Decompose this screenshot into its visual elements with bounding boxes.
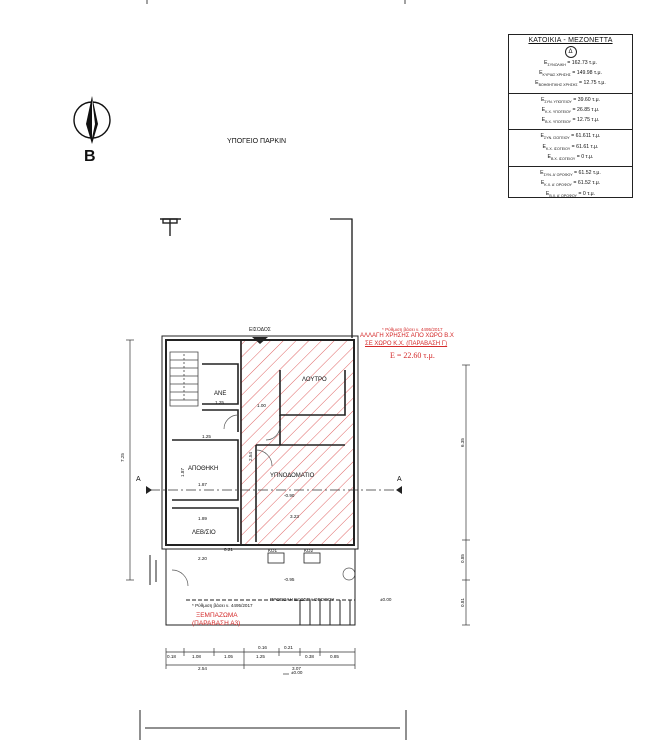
north-letter: B — [84, 148, 96, 165]
excavation-line1: ΞΕΜΠΑΖΩΜΑ — [196, 612, 238, 619]
dim-ane-w: 1.25 — [215, 400, 224, 405]
legend-row: EΒΟΗΘΗΤΙΚΗΣ ΧΡΗΣΗΣ = 12.75 τ.μ. — [535, 80, 606, 88]
section-marker-left: A — [136, 476, 141, 483]
level-minus-0-90: -0.90 — [284, 493, 295, 498]
legend-badge: Δ — [564, 46, 577, 58]
legend-row: EΚΥΡΙΑΣ ΧΡΗΣΗΣ = 149.98 τ.μ. — [539, 70, 602, 78]
dim-0-16: 0.16 — [258, 645, 267, 650]
dim-bottom-3-07: 3.07 — [292, 666, 301, 671]
boundary-wall — [330, 218, 353, 338]
legend-section-basement: EΣΥΝ. ΥΠΟΓΕΙΟΥ = 39.60 τ.μ. EΚ.Χ. ΥΠΟΓΕΙ… — [509, 94, 632, 131]
legend-section-first-floor: EΣΥΝ. Α' ΟΡΟΦΟΥ = 61.52 τ.μ. EΚ.Χ. Α' ΟΡ… — [509, 167, 632, 203]
dim-3-23: 3.23 — [290, 514, 299, 519]
column-symbol — [160, 218, 181, 236]
dim-row-5: 0.38 — [305, 654, 314, 659]
lower-frame — [139, 710, 407, 740]
level-zero-right: ±0.00 — [380, 597, 392, 602]
regulation-note: * Ρύθμιση βάσει ν. 4495/2017 — [382, 327, 443, 332]
room-apothiki: ΑΠΟΘΗΚΗ — [188, 466, 219, 472]
entrance-arrow-icon — [252, 337, 268, 344]
dim-right-small: 0.85 — [459, 554, 465, 563]
area-legend-box: ΚΑΤΟΙΚΙΑ - ΜΕΖΟΝΕΤΤΑ Δ EΣΥΝΟΛΙΚΗ = 162.7… — [508, 34, 633, 198]
dim-row-2: 1.05 — [224, 654, 233, 659]
dim-row-1: 1.08 — [192, 654, 201, 659]
dim-bottom-2-54: 2.54 — [198, 666, 207, 671]
north-arrow-icon — [73, 96, 111, 144]
dim-row-4: 0.21 — [284, 645, 293, 650]
dim-1-25: 1.25 — [202, 434, 211, 439]
door-swings — [171, 414, 356, 587]
ko-symbols — [267, 552, 321, 564]
room-levitas: ΛΕΒ/ΣΙΟ — [192, 530, 216, 536]
section-line — [146, 486, 402, 494]
exterior-walls — [161, 335, 359, 550]
level-minus-0-95: -0.95 — [284, 577, 295, 582]
excavation-line2: (ΠΑΡΑΒΑΣΗ Α3) — [192, 620, 241, 627]
dim-right-height: 6.35 — [459, 438, 465, 447]
dim-1-87-a: 1.87 — [198, 482, 207, 487]
entrance-label: ΕΙΣΟΔΟΣ — [249, 327, 271, 333]
dim-row-0: 0.18 — [167, 654, 176, 659]
interior-walls — [172, 340, 346, 545]
room-lutro: ΛΟΥΤΡΟ — [302, 377, 327, 383]
dim-2-20: 2.20 — [198, 556, 207, 561]
legend-row: EΒ.Χ. ΙΣΟΓΕΙΟΥ = 0 τ.μ. — [547, 153, 594, 161]
projection-note: ΠΡΟΒΟΛΗ ΕΞΩΣΤΗ ΟΡΟΦΟΥ — [270, 597, 335, 602]
change-use-line1: ΑΛΛΑΓΗ ΧΡΗΣΗΣ ΑΠΟ ΧΩΡΟ Β.Χ — [360, 333, 454, 339]
room-ane: ΑΝΕ — [214, 391, 227, 397]
ko2-label: ΚΟ2 — [304, 548, 314, 553]
legend-title: ΚΑΤΟΙΚΙΑ - ΜΕΖΟΝΕΤΤΑ — [528, 37, 613, 44]
dim-1-89: 1.89 — [198, 516, 207, 521]
legend-row: EΚ.Χ. ΙΣΟΓΕΙΟΥ = 61.61 τ.μ. — [542, 143, 599, 151]
terrace — [149, 549, 356, 626]
legend-row: EΒ.Χ. ΥΠΟΓΕΙΟΥ = 12.75 τ.μ. — [541, 117, 600, 125]
regulation-note-bottom: * Ρύθμιση βάσει ν. 4495/2017 — [192, 603, 253, 608]
section-marker-right: A — [397, 476, 402, 483]
legend-row: EΣΥΝ. ΙΣΟΓΕΙΟΥ = 61.611 τ.μ. — [540, 133, 601, 141]
legend-row: EΣΥΝ. Α' ΟΡΟΦΟΥ = 61.52 τ.μ. — [540, 170, 601, 178]
ko1-label: ΚΟ1 — [268, 548, 278, 553]
plan-title: ΥΠΟΓΕΙΟ ΠΑΡΚΙΝ — [227, 138, 287, 145]
legend-row: EΣΥΝΟΛΙΚΗ = 162.73 τ.μ. — [544, 60, 597, 68]
dim-0-21: 0.21 — [224, 547, 233, 552]
dim-2-54: 2.54 — [247, 452, 253, 461]
dim-row-3: 1.25 — [256, 654, 265, 659]
legend-row: EΒ.Χ. Α' ΟΡΟΦΟΥ = 0 τ.μ. — [545, 190, 596, 198]
legend-section-ground: EΣΥΝ. ΙΣΟΓΕΙΟΥ = 61.611 τ.μ. EΚ.Χ. ΙΣΟΓΕ… — [509, 130, 632, 168]
level-zero-bottom: ±0.00 — [291, 670, 303, 675]
legend-row: EΚ.Χ. ΥΠΟΓΕΙΟΥ = 26.85 τ.μ. — [541, 106, 600, 114]
dim-right-bottom: 0.81 — [459, 598, 465, 607]
room-ypnodomatio: ΥΠΝΟΔΟΜΑΤΙΟ — [270, 473, 315, 479]
change-use-line2: ΣΕ ΧΩΡΟ Κ.Χ. (ΠΑΡΑΒΑΣΗ Γ) — [365, 341, 448, 347]
legend-row: EΚ.Χ. Α' ΟΡΟΦΟΥ = 61.52 τ.μ. — [540, 180, 601, 188]
dim-row-6: 0.85 — [330, 654, 339, 659]
dim-left-height: 7.25 — [119, 453, 125, 462]
dim-ane-h: 1.00 — [257, 403, 266, 408]
legend-row: EΣΥΝ. ΥΠΟΓΕΙΟΥ = 39.60 τ.μ. — [540, 96, 601, 104]
area-label: Ε = 22.60 τ.μ. — [390, 351, 435, 360]
dim-1-87-b: 1.87 — [179, 468, 185, 477]
stair — [169, 351, 199, 407]
dimension-lines — [126, 339, 470, 675]
legend-header: ΚΑΤΟΙΚΙΑ - ΜΕΖΟΝΕΤΤΑ Δ EΣΥΝΟΛΙΚΗ = 162.7… — [509, 35, 632, 94]
